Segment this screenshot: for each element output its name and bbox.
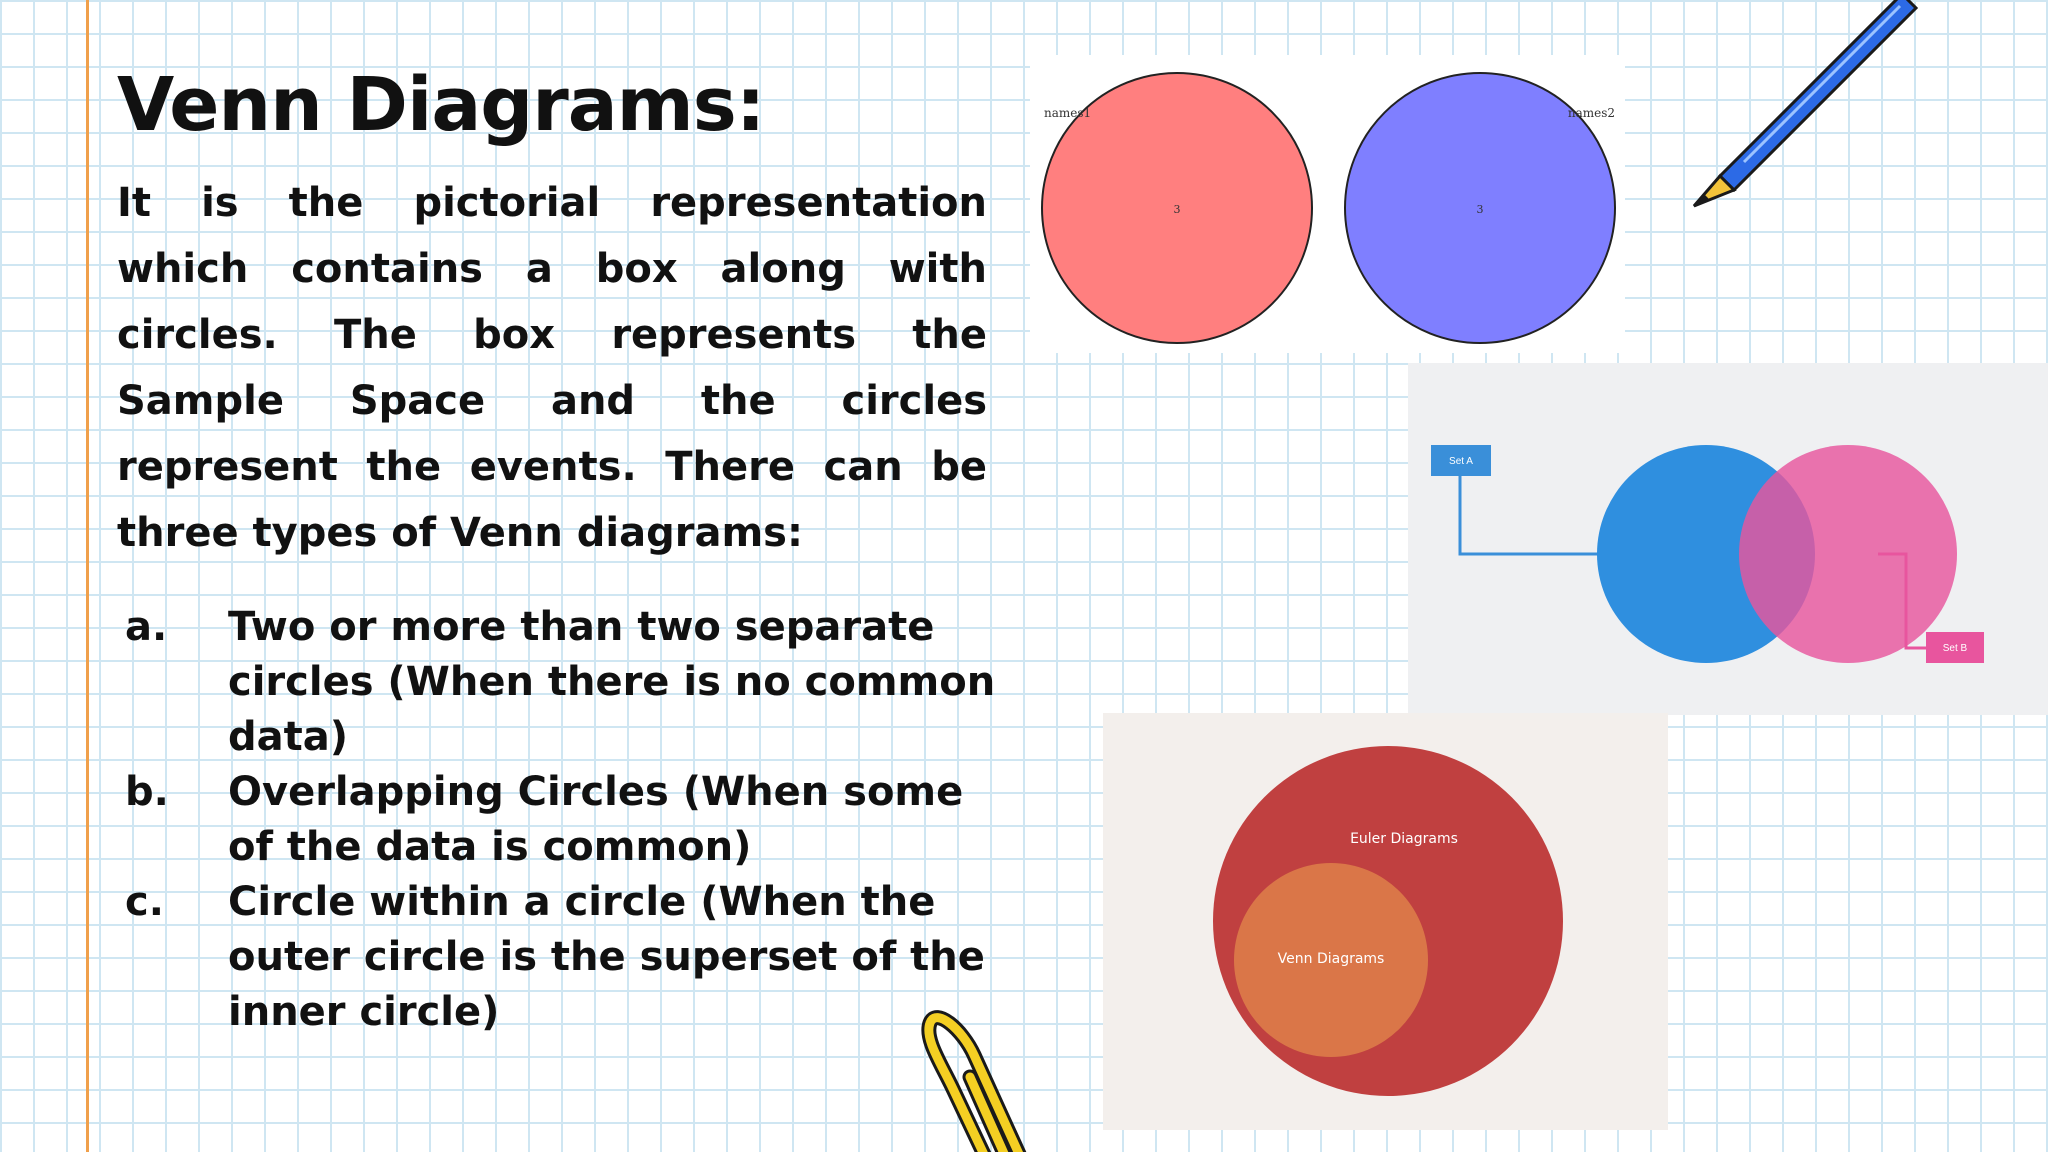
slide-title: Venn Diagrams: (117, 62, 765, 148)
separate-circles-figure: names1 names2 3 3 (1030, 55, 1625, 353)
names2-label: names2 (1568, 106, 1615, 120)
list-item: a. Two or more than two separate circles… (117, 600, 997, 765)
venn-types-list: a. Two or more than two separate circles… (117, 600, 997, 1040)
venn-label: Venn Diagrams (1278, 951, 1385, 967)
list-item: b. Overlapping Circles (When some of the… (117, 765, 997, 875)
list-item-text: Overlapping Circles (When some of the da… (228, 769, 964, 870)
set-a-label: Set A (1449, 456, 1473, 467)
set-a-tag (1431, 445, 1491, 476)
set-b-tag (1926, 632, 1984, 663)
list-item-text: Circle within a circle (When the outer c… (228, 879, 985, 1035)
set-a-connector (1458, 476, 1628, 556)
red-circle (1041, 72, 1313, 344)
overlapping-circles-figure: Set A Set B (1408, 363, 2048, 715)
list-marker: b. (125, 769, 169, 815)
list-marker: a. (125, 604, 168, 650)
venn-inner-circle (1234, 863, 1428, 1057)
list-item: c. Circle within a circle (When the oute… (117, 875, 997, 1040)
set-b-circle (1739, 445, 1957, 663)
pencil-icon (1692, 0, 1919, 208)
names1-label: names1 (1044, 106, 1091, 120)
set-b-label: Set B (1943, 643, 1968, 654)
blue-circle (1344, 72, 1616, 344)
list-item-text: Two or more than two separate circles (W… (228, 604, 996, 760)
left-count-label: 3 (1174, 203, 1181, 216)
intro-paragraph: It is the pictorial representation which… (117, 180, 987, 556)
list-marker: c. (125, 879, 164, 925)
right-count-label: 3 (1477, 203, 1484, 216)
euler-label: Euler Diagrams (1350, 831, 1458, 847)
nested-circles-figure: Euler Diagrams Venn Diagrams (1103, 713, 1668, 1130)
paperclip-icon (921, 1010, 1027, 1152)
notebook-margin-line (86, 0, 89, 1152)
